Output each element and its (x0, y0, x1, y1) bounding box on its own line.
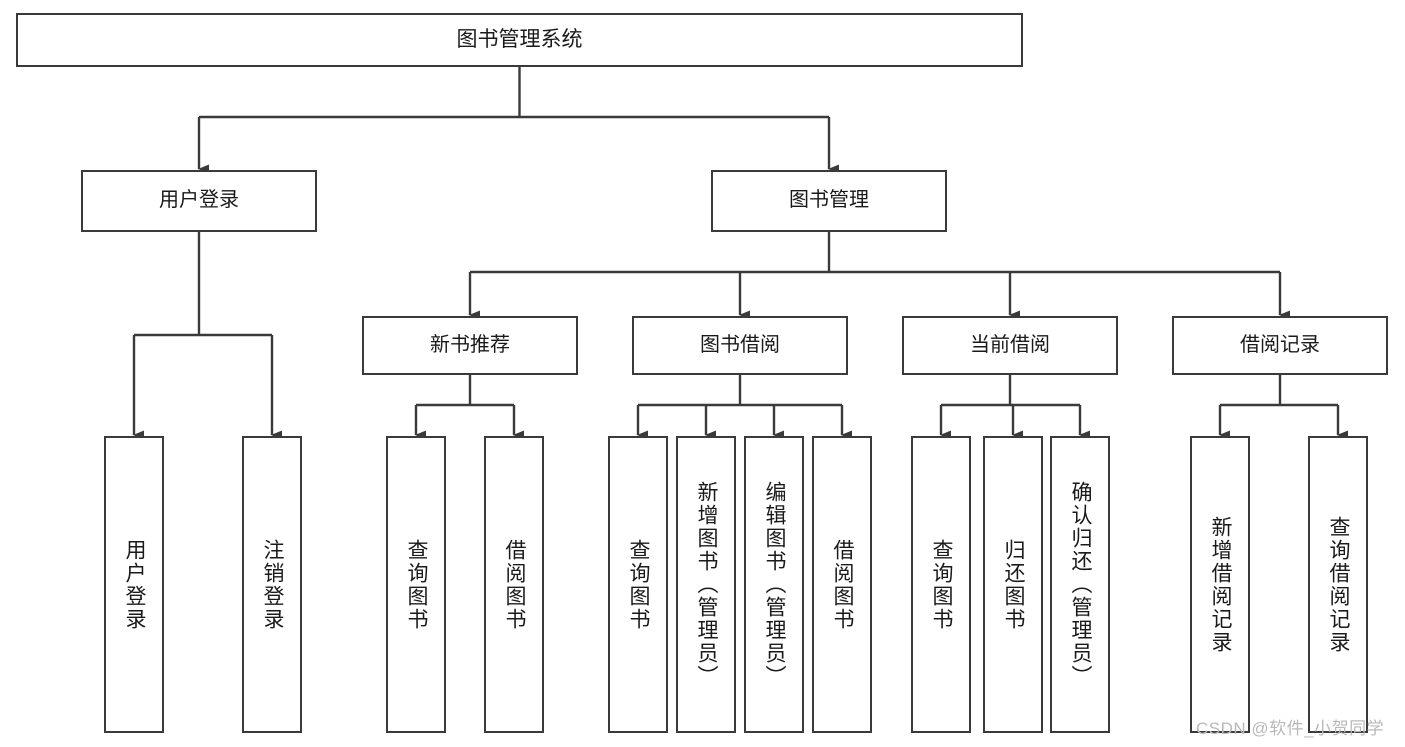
node-n2b[interactable]: 图书管理 (711, 170, 947, 232)
node-l10[interactable]: 归还图书 (983, 436, 1043, 733)
node-n3d[interactable]: 借阅记录 (1172, 316, 1388, 375)
node-label: 归还图书 (1002, 538, 1026, 631)
node-n2a[interactable]: 用户登录 (81, 170, 317, 232)
node-label: 确认归还（管理员） (1069, 481, 1093, 688)
node-l12[interactable]: 新增借阅记录 (1190, 436, 1250, 733)
node-root[interactable]: 图书管理系统 (16, 13, 1023, 67)
edge-layer (132, 67, 1348, 440)
node-label: 图书借阅 (700, 333, 780, 356)
node-l5[interactable]: 查询图书 (608, 436, 668, 733)
node-l2[interactable]: 注销登录 (242, 436, 302, 733)
node-n3a[interactable]: 新书推荐 (362, 316, 578, 375)
node-label: 查询图书 (930, 538, 954, 631)
node-l9[interactable]: 查询图书 (911, 436, 971, 733)
node-label: 借阅图书 (831, 538, 855, 631)
node-label: 注销登录 (261, 538, 285, 631)
watermark-label: CSDN @软件_小贺同学 (1196, 719, 1385, 738)
node-label: 查询借阅记录 (1327, 515, 1351, 654)
node-l7[interactable]: 编辑图书（管理员） (744, 436, 804, 733)
node-label: 借阅图书 (503, 538, 527, 631)
node-l4[interactable]: 借阅图书 (484, 436, 544, 733)
node-n3c[interactable]: 当前借阅 (902, 316, 1118, 375)
node-label: 图书管理系统 (456, 27, 583, 51)
node-label: 当前借阅 (970, 333, 1050, 356)
node-l1[interactable]: 用户登录 (104, 436, 164, 733)
node-label: 查询图书 (405, 538, 429, 631)
node-label: 图书管理 (789, 189, 869, 212)
node-label: 借阅记录 (1240, 333, 1320, 356)
node-label: 用户登录 (123, 538, 147, 631)
node-label: 用户登录 (159, 189, 239, 212)
node-label: 新书推荐 (430, 333, 510, 356)
node-label: 查询图书 (627, 538, 651, 631)
node-l11[interactable]: 确认归还（管理员） (1050, 436, 1110, 733)
node-l13[interactable]: 查询借阅记录 (1308, 436, 1368, 733)
node-l8[interactable]: 借阅图书 (812, 436, 872, 733)
node-label: 编辑图书（管理员） (763, 481, 787, 688)
node-n3b[interactable]: 图书借阅 (632, 316, 848, 375)
node-l3[interactable]: 查询图书 (386, 436, 446, 733)
node-label: 新增借阅记录 (1209, 515, 1233, 654)
node-l6[interactable]: 新增图书（管理员） (676, 436, 736, 733)
node-label: 新增图书（管理员） (695, 481, 719, 688)
